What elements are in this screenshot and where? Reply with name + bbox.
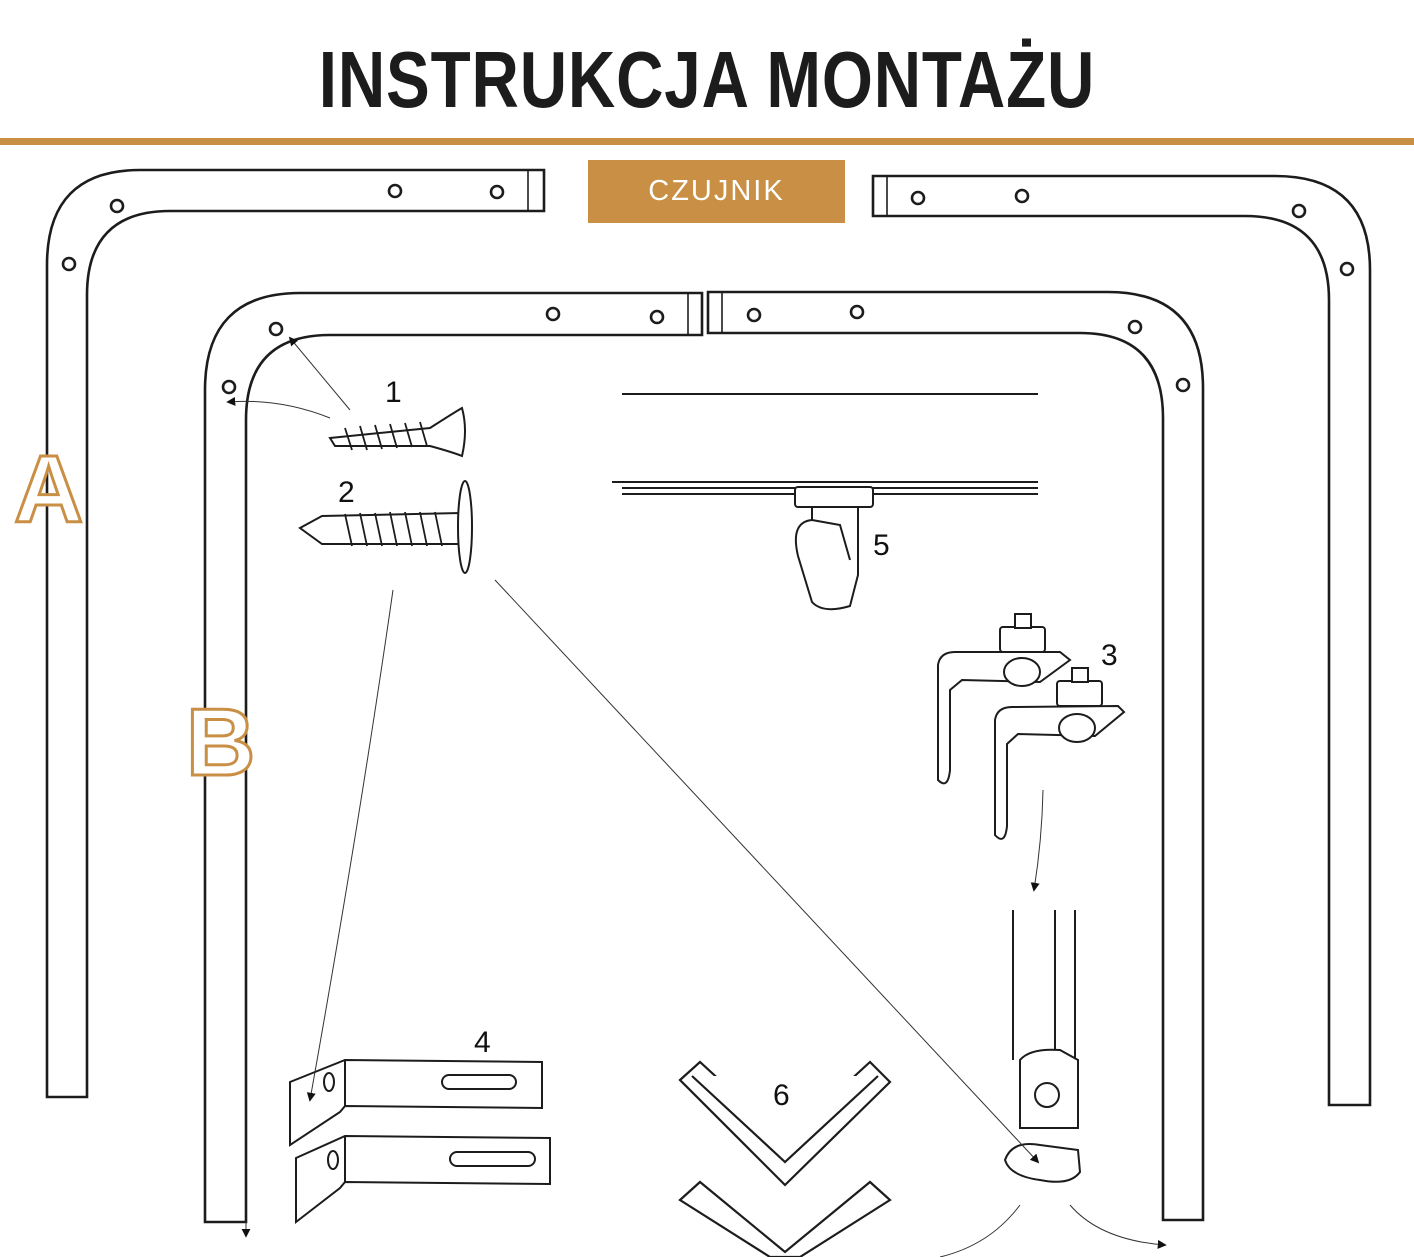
label-part-1: 1 bbox=[385, 376, 402, 409]
arrow-screw1-to-side-hole bbox=[226, 396, 331, 419]
screw-2 bbox=[298, 480, 473, 574]
mounted-bracket-detail bbox=[1003, 910, 1082, 1183]
arrow-bracket-to-rail bbox=[1030, 789, 1044, 892]
label-part-3: 3 bbox=[1101, 639, 1118, 672]
sensor-badge-label: CZUJNIK bbox=[648, 175, 785, 207]
rail-a-letter: A bbox=[14, 436, 83, 543]
rail-a-left bbox=[45, 168, 546, 1099]
rail-a-right bbox=[871, 174, 1372, 1107]
label-part-4: 4 bbox=[474, 1026, 491, 1059]
curve-left bbox=[939, 1204, 1021, 1257]
wall-brackets-4 bbox=[289, 1058, 551, 1225]
page-title: INSTRUKCJA MONTAŻU bbox=[318, 35, 1096, 124]
screw-1 bbox=[328, 406, 466, 458]
corner-connectors-6 bbox=[678, 1060, 892, 1257]
arrow-screw2-to-mounted-bracket bbox=[494, 579, 1040, 1164]
label-part-2: 2 bbox=[338, 476, 355, 509]
label-part-6: 6 bbox=[773, 1079, 790, 1112]
glider-hook-5 bbox=[612, 393, 1038, 611]
header-divider bbox=[0, 138, 1414, 145]
label-part-5: 5 bbox=[873, 529, 890, 562]
curve-right bbox=[1069, 1204, 1167, 1249]
ceiling-brackets-3 bbox=[937, 613, 1126, 840]
arrow-screw2-to-wall-bracket bbox=[306, 589, 394, 1102]
rail-b-letter: B bbox=[186, 689, 255, 796]
arrow-screw1-to-hole bbox=[288, 336, 351, 411]
sensor-badge: CZUJNIK bbox=[588, 160, 845, 223]
rail-b-right bbox=[706, 290, 1205, 1222]
